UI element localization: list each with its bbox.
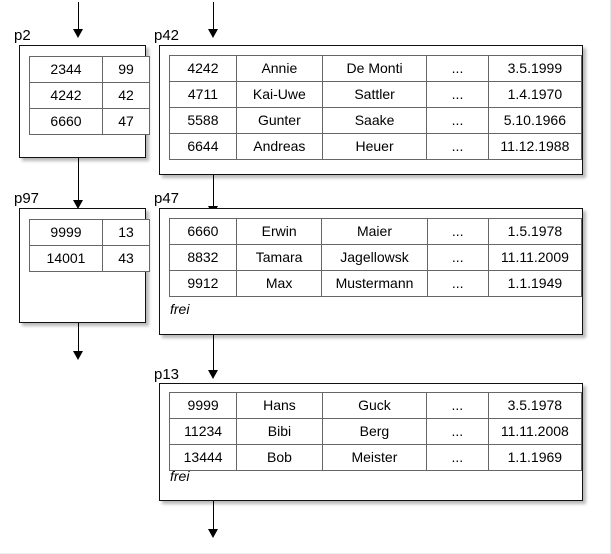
record-id: 9912 [169,270,237,297]
index-pointer: 13 [102,219,150,246]
table-row[interactable]: 2344 99 [29,56,150,83]
table-row[interactable]: 11234 Bibi Berg ... 11.11.2008 [168,418,583,445]
record-first-name: Erwin [235,218,323,245]
index-key: 14001 [29,245,103,272]
index-key: 2344 [29,56,103,83]
page-label-p97: p97 [14,190,40,207]
record-last-name: Sattler [321,81,428,108]
record-first-name: Annie [235,55,323,82]
data-page-p13[interactable]: 9999 Hans Guck ... 3.5.1978 11234 Bibi B… [159,383,583,501]
record-date: 11.11.2009 [487,244,583,271]
record-last-name: Guck [321,392,428,419]
record-first-name: Gunter [235,107,323,134]
record-ellipsis: ... [426,418,489,445]
index-page-p97[interactable]: 9999 13 14001 43 [19,208,150,323]
record-first-name: Hans [236,392,323,419]
index-pointer: 47 [102,108,150,135]
data-grid-p47: 6660 Erwin Maier ... 1.5.1978 8832 Tamar… [169,218,583,297]
index-pointer: 42 [102,82,150,109]
record-ellipsis: ... [426,444,489,471]
table-row[interactable]: 6660 47 [29,108,150,135]
page-label-p42: p42 [154,27,180,44]
record-ellipsis: ... [426,133,489,160]
record-first-name: Tamara [235,244,323,271]
record-date: 3.5.1999 [487,55,583,82]
data-grid-p42: 4242 Annie De Monti ... 3.5.1999 4711 Ka… [169,55,583,160]
record-last-name: Heuer [321,133,428,160]
index-key: 4242 [29,82,103,109]
table-row[interactable]: 6644 Andreas Heuer ... 11.12.1988 [169,133,583,160]
table-row[interactable]: 13444 Bob Meister ... 1.1.1969 [168,444,583,471]
table-row[interactable]: 9912 Max Mustermann ... 1.1.1949 [169,270,583,297]
record-ellipsis: ... [426,244,489,271]
table-row[interactable]: 14001 43 [29,245,150,272]
record-date: 11.11.2008 [487,418,583,445]
record-date: 5.10.1966 [487,107,583,134]
record-last-name: Mustermann [321,270,428,297]
table-row[interactable]: 6660 Erwin Maier ... 1.5.1978 [169,218,583,245]
record-first-name: Andreas [235,133,323,160]
index-grid-p97: 9999 13 14001 43 [29,219,150,272]
index-pointer: 43 [102,245,150,272]
table-row[interactable]: 4242 42 [29,82,150,109]
record-last-name: De Monti [321,55,428,82]
index-key: 6660 [29,108,103,135]
index-page-p2[interactable]: 2344 99 4242 42 6660 47 [19,45,150,158]
record-last-name: Meister [321,444,428,471]
record-date: 11.12.1988 [487,133,583,160]
record-id: 6644 [169,133,237,160]
page-label-p2: p2 [14,27,31,44]
table-row[interactable]: 4242 Annie De Monti ... 3.5.1999 [169,55,583,82]
record-id: 9999 [168,392,238,419]
record-date: 1.4.1970 [487,81,583,108]
record-date: 1.1.1949 [487,270,583,297]
record-first-name: Bob [236,444,323,471]
record-ellipsis: ... [426,55,489,82]
index-grid-p2: 2344 99 4242 42 6660 47 [29,56,150,135]
index-pointer: 99 [102,56,150,83]
data-page-p42[interactable]: 4242 Annie De Monti ... 3.5.1999 4711 Ka… [159,45,583,175]
record-id: 8832 [169,244,237,271]
table-row[interactable]: 4711 Kai-Uwe Sattler ... 1.4.1970 [169,81,583,108]
record-last-name: Saake [321,107,428,134]
record-date: 1.5.1978 [487,218,583,245]
page-label-p13: p13 [154,366,180,383]
record-last-name: Jagellowsk [321,244,428,271]
table-row[interactable]: 9999 13 [29,219,150,246]
record-ellipsis: ... [426,81,489,108]
data-grid-p13: 9999 Hans Guck ... 3.5.1978 11234 Bibi B… [168,392,583,471]
record-first-name: Kai-Uwe [235,81,323,108]
table-row[interactable]: 8832 Tamara Jagellowsk ... 11.11.2009 [169,244,583,271]
index-key: 9999 [29,219,103,246]
record-id: 13444 [168,444,238,471]
record-date: 3.5.1978 [487,392,583,419]
record-last-name: Berg [321,418,428,445]
record-first-name: Max [235,270,323,297]
record-id: 4711 [169,81,237,108]
record-id: 11234 [168,418,238,445]
record-last-name: Maier [321,218,428,245]
table-row[interactable]: 5588 Gunter Saake ... 5.10.1966 [169,107,583,134]
record-first-name: Bibi [236,418,323,445]
page-label-p47: p47 [154,190,180,207]
record-ellipsis: ... [426,107,489,134]
table-row[interactable]: 9999 Hans Guck ... 3.5.1978 [168,392,583,419]
record-ellipsis: ... [426,392,489,419]
free-space-label-p47: frei [170,301,190,317]
record-id: 4242 [169,55,237,82]
data-page-p47[interactable]: 6660 Erwin Maier ... 1.5.1978 8832 Tamar… [159,208,583,335]
free-space-label-p13: frei [170,468,190,484]
record-ellipsis: ... [426,270,489,297]
record-id: 5588 [169,107,237,134]
record-date: 1.1.1969 [487,444,583,471]
record-id: 6660 [169,218,237,245]
record-ellipsis: ... [426,218,489,245]
